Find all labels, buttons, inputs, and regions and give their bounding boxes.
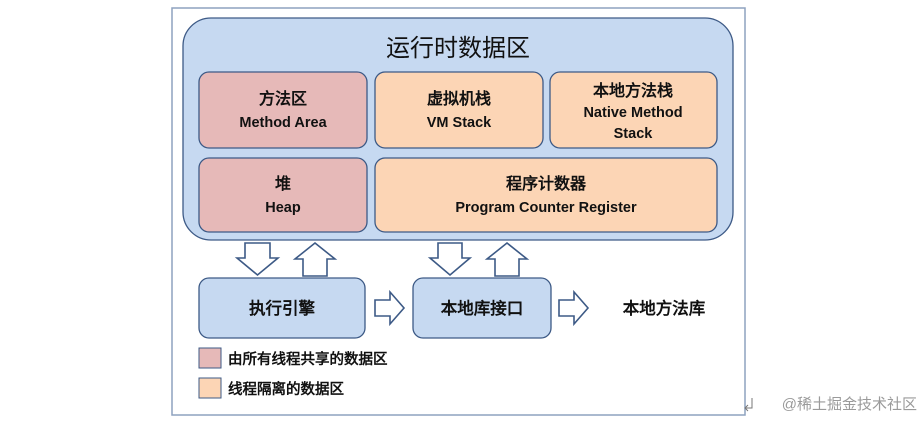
legend-label-thread-private: 线程隔离的数据区	[228, 380, 344, 398]
program-counter-box: 程序计数器 Program Counter Register	[374, 157, 718, 233]
arrow-down-to-native-interface	[427, 242, 473, 277]
method-area-zh: 方法区	[259, 89, 307, 108]
native-interface-label: 本地库接口	[441, 298, 524, 318]
native-method-stack-rect	[549, 71, 718, 149]
arrow-right-to-native-interface	[374, 289, 406, 327]
heap-rect	[198, 157, 368, 233]
method-area-rect	[198, 71, 368, 149]
vm-stack-zh: 虚拟机栈	[427, 89, 491, 108]
method-area-box: 方法区 Method Area	[198, 71, 368, 149]
heap-box: 堆 Heap	[198, 157, 368, 233]
execution-engine-rect	[198, 277, 366, 339]
native-method-stack-en-line1: Native Method	[583, 105, 682, 121]
native-interface-box: 本地库接口	[412, 277, 552, 339]
vm-stack-box: 虚拟机栈 VM Stack	[374, 71, 544, 149]
execution-engine-label: 执行引擎	[249, 298, 316, 318]
arrow-right-to-native-library	[558, 289, 590, 327]
heap-zh: 堆	[275, 174, 291, 193]
native-interface-rect	[412, 277, 552, 339]
arrow-up-from-execution-engine	[292, 241, 338, 277]
legend: 由所有线程共享的数据区 线程隔离的数据区	[198, 347, 388, 399]
paragraph-mark-icon	[744, 398, 753, 412]
vm-stack-en: VM Stack	[427, 115, 492, 131]
program-counter-rect	[374, 157, 718, 233]
method-area-en: Method Area	[239, 115, 327, 131]
runtime-data-area-title: 运行时数据区	[386, 35, 530, 62]
legend-swatch-thread-private	[198, 377, 222, 399]
execution-engine-box: 执行引擎	[198, 277, 366, 339]
legend-swatch-shared	[198, 347, 222, 369]
program-counter-en: Program Counter Register	[455, 200, 637, 216]
native-library-label: 本地方法库	[623, 298, 706, 318]
legend-label-shared: 由所有线程共享的数据区	[228, 350, 388, 368]
native-method-stack-en-line2: Stack	[614, 126, 654, 142]
watermark: @稀土掘金技术社区	[782, 396, 917, 413]
native-method-stack-zh: 本地方法栈	[593, 81, 673, 100]
arrow-up-from-native-interface	[484, 241, 530, 277]
arrow-down-to-execution-engine	[234, 242, 281, 277]
heap-en: Heap	[265, 200, 301, 216]
vm-stack-rect	[374, 71, 544, 149]
program-counter-zh: 程序计数器	[506, 174, 587, 193]
native-method-stack-box: 本地方法栈 Native Method Stack	[549, 71, 718, 149]
